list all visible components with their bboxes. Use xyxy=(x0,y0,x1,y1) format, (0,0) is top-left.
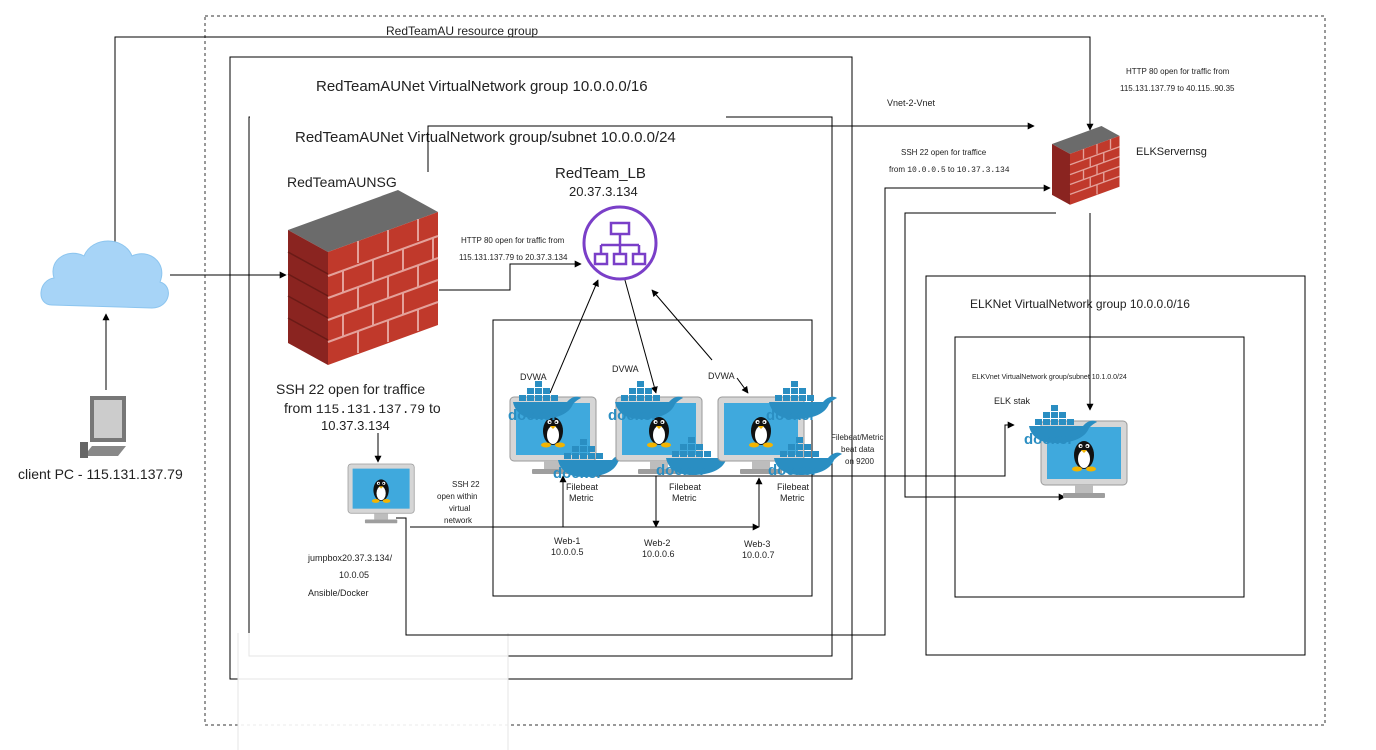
elknsg-to-server-line xyxy=(904,212,1066,501)
brick-firewall-icon xyxy=(287,190,439,365)
jumpbox-ssh-elk-line xyxy=(396,184,1051,636)
web3-server: docker docker xyxy=(717,381,842,479)
elk-beat-line3: on 9200 xyxy=(845,457,874,466)
vnet2vnet-label: Vnet-2-Vnet xyxy=(887,98,936,108)
svg-text:docker: docker xyxy=(608,407,657,424)
elk-subnet-label: ELKVnet VirtualNetwork group/subnet 10.1… xyxy=(972,374,1127,381)
cloud-icon xyxy=(40,240,169,309)
web3-metric: Metric xyxy=(780,493,805,503)
nsg-ssh-line1: SSH 22 open for traffice xyxy=(276,381,425,397)
web3-lb-line xyxy=(651,289,713,361)
elk-beat-line1: Filebeat/Metric xyxy=(831,433,883,442)
elk-vnet-box xyxy=(925,275,1306,656)
svg-text:docker: docker xyxy=(656,462,705,479)
dvwa3-arrow xyxy=(736,377,749,394)
lb-name: RedTeam_LB xyxy=(555,165,646,182)
elk-http-line1: HTTP 80 open for traffic from xyxy=(1126,67,1230,76)
jumpbox-ssh-line1: SSH 22 xyxy=(452,480,480,489)
elk-nsg-name: ELKServernsg xyxy=(1136,146,1207,158)
web3-ip: 10.0.0.7 xyxy=(742,550,775,560)
elk-beat-line2: beat data xyxy=(841,445,875,454)
client-pc-icon xyxy=(80,396,126,458)
jumpbox-line2: 10.0.05 xyxy=(339,570,369,580)
nsg-ssh-line2: from 115.131.137.79 to xyxy=(284,400,441,417)
beat-data-line xyxy=(580,421,1015,477)
elk-subnet-box xyxy=(954,336,1245,598)
client-pc-label: client PC - 115.131.137.79 xyxy=(18,466,183,482)
web1-name: Web-1 xyxy=(554,536,580,546)
resource-group-label: RedTeamAU resource group xyxy=(386,24,538,38)
lb-http-rule-line1: HTTP 80 open for traffic from xyxy=(461,236,565,245)
web1-ip: 10.0.0.5 xyxy=(551,547,584,557)
lb-web2-line xyxy=(619,261,658,394)
web2-server: docker docker xyxy=(608,381,734,479)
web1-lb-line xyxy=(549,279,599,394)
jumpbox-ssh-line2: open within xyxy=(437,492,477,501)
elk-http-line2: 115.131.137.79 to 40.115..90.35 xyxy=(1120,84,1235,93)
web2-ip: 10.0.0.6 xyxy=(642,549,675,559)
lb-ip: 20.37.3.134 xyxy=(569,184,638,199)
nsg-to-lb-line xyxy=(439,260,582,291)
resource-group-box xyxy=(204,15,1326,726)
web2-dvwa: DVWA xyxy=(612,364,639,374)
jumpbox-ssh-line3: virtual xyxy=(449,504,471,513)
web3-dvwa: DVWA xyxy=(708,371,735,381)
nsg-name: RedTeamAUNSG xyxy=(287,174,397,190)
svg-text:docker: docker xyxy=(766,407,815,424)
web3-name: Web-3 xyxy=(744,539,770,549)
web1-dvwa: DVWA xyxy=(520,372,547,382)
vnet-label: RedTeamAUNet VirtualNetwork group 10.0.0… xyxy=(316,78,648,95)
jumpbox-server xyxy=(347,463,415,524)
svg-text:docker: docker xyxy=(768,462,817,479)
web2-name: Web-2 xyxy=(644,538,670,548)
svg-text:docker: docker xyxy=(553,465,602,482)
nsg-ssh-line3: 10.37.3.134 xyxy=(321,418,390,433)
web1-server: docker docker xyxy=(508,381,626,482)
elk-ssh-line2: from 10.0.0.5 to 10.37.3.134 xyxy=(889,165,1010,175)
vnet-box xyxy=(229,56,853,680)
web2-metric: Metric xyxy=(672,493,697,503)
jumpbox-ssh-line4: network xyxy=(444,516,473,525)
web1-filebeat: Filebeat xyxy=(566,482,599,492)
svg-text:docker: docker xyxy=(1024,431,1073,448)
jumpbox-line3: Ansible/Docker xyxy=(308,588,369,598)
load-balancer-icon xyxy=(582,205,658,281)
web1-metric: Metric xyxy=(569,493,594,503)
web3-filebeat: Filebeat xyxy=(777,482,810,492)
elk-ssh-line1: SSH 22 open for traffice xyxy=(901,148,987,157)
elk-firewall-icon xyxy=(1052,126,1120,205)
elk-vnet-label: ELKNet VirtualNetwork group 10.0.0.0/16 xyxy=(970,297,1190,311)
vnet2vnet-line xyxy=(427,122,1035,172)
svg-text:docker: docker xyxy=(508,407,557,424)
subnet-label: RedTeamAUNet VirtualNetwork group/subnet… xyxy=(295,129,676,146)
lb-http-rule-line2: 115.131.137.79 to 20.37.3.134 xyxy=(459,253,568,262)
elk-server: docker xyxy=(1024,405,1128,499)
cloud-to-elknsg-line xyxy=(114,36,1094,244)
web2-filebeat: Filebeat xyxy=(669,482,702,492)
elk-server-label: ELK stak xyxy=(994,396,1031,406)
jumpbox-line1: jumpbox20.37.3.134/ xyxy=(307,553,393,563)
